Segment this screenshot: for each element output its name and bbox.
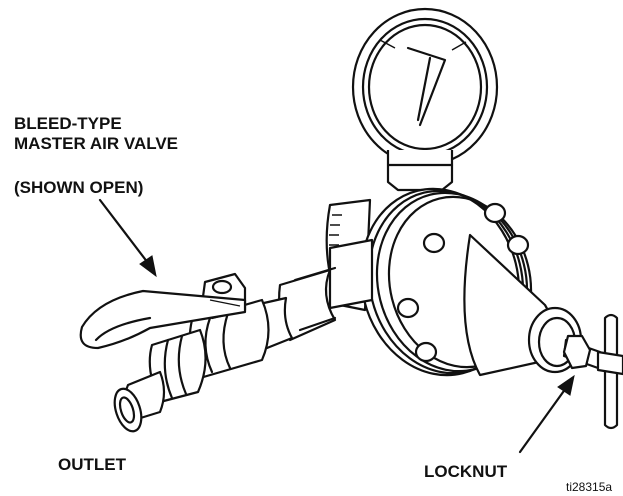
flange-bolts <box>396 202 530 363</box>
valve-label-line2: MASTER AIR VALVE <box>14 134 179 153</box>
figure-id: ti28315a <box>566 480 613 494</box>
valve-leader-arrow <box>98 198 157 278</box>
outlet-label: OUTLET <box>58 455 126 474</box>
ball-valve <box>79 272 270 433</box>
regulator-body <box>325 187 583 377</box>
pressure-gauge <box>351 7 499 192</box>
locknut-label: LOCKNUT <box>424 462 508 481</box>
shown-open-label: (SHOWN OPEN) <box>14 178 144 197</box>
locknut-leader-arrow <box>518 374 575 454</box>
valve-label-line1: BLEED-TYPE <box>14 114 122 133</box>
locknut-part <box>562 334 592 370</box>
pipe-fittings <box>251 238 374 352</box>
adjusting-t-handle <box>562 313 623 430</box>
